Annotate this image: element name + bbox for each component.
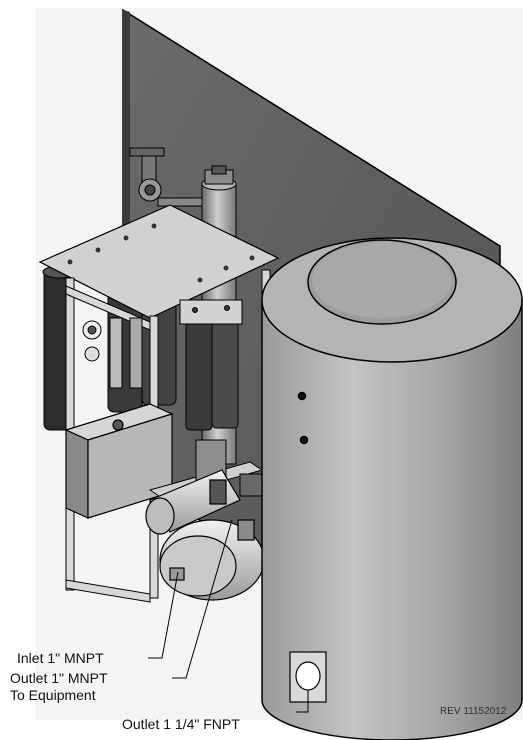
tank-outlet-leader — [296, 690, 309, 713]
revision-label: REV 11152012 — [440, 706, 507, 717]
outlet-leader — [172, 519, 233, 679]
inlet-label: Inlet 1" MNPT — [17, 650, 104, 666]
control-box — [64, 403, 174, 519]
leader-lines — [148, 519, 309, 713]
tank-outlet-label: Outlet 1 1/4" FNPT — [122, 716, 240, 732]
frame-holes — [67, 223, 255, 283]
outlet-sublabel: To Equipment — [10, 687, 96, 703]
tank-outlet — [289, 651, 327, 703]
gauges — [82, 317, 143, 389]
inlet-leader — [148, 571, 179, 659]
filter-housings-front — [179, 299, 243, 431]
storage-tank — [261, 237, 523, 740]
outlet-label: Outlet 1" MNPT — [10, 670, 108, 686]
frame-top-plate — [38, 204, 280, 319]
top-valve-assembly — [129, 147, 219, 207]
pump-motor — [145, 469, 241, 535]
pressure-tank — [159, 519, 265, 601]
